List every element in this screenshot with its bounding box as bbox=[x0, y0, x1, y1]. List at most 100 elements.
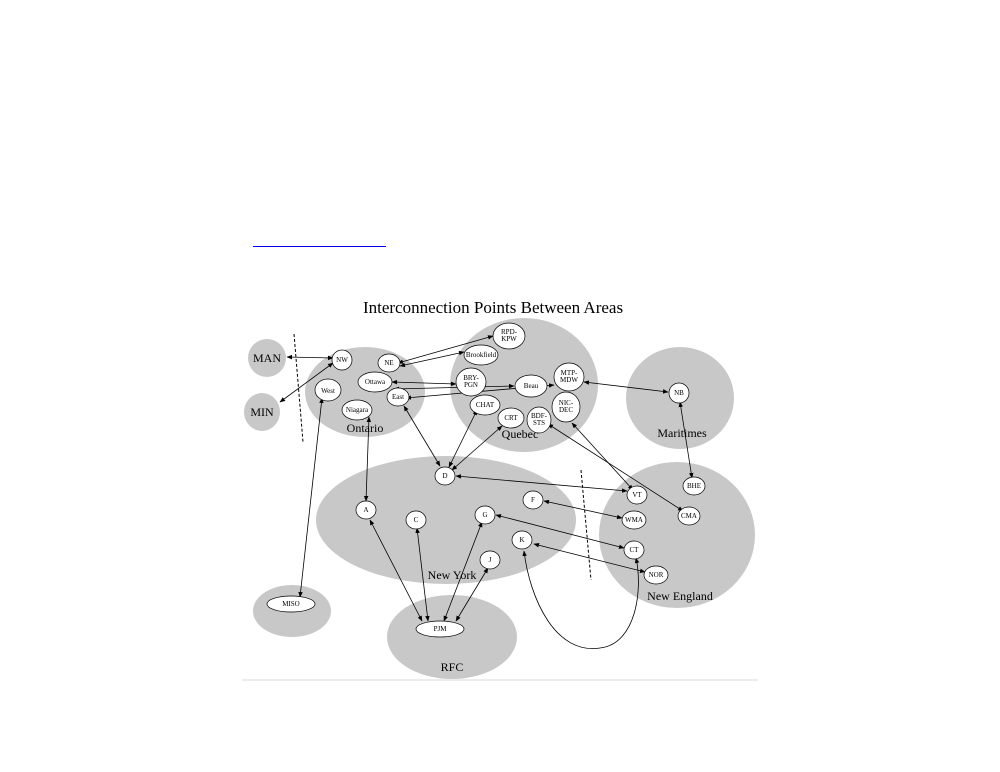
node-brookfield-label: Brookfield bbox=[466, 351, 497, 359]
node-ct[interactable]: CT bbox=[623, 540, 645, 560]
node-label-line: KPW bbox=[501, 335, 517, 343]
region-label-ontario: Ontario bbox=[347, 421, 384, 435]
edge-k-ct-loop bbox=[522, 550, 640, 649]
node-f[interactable]: F bbox=[522, 490, 544, 510]
node-bhe[interactable]: BHE bbox=[682, 476, 706, 496]
node-g[interactable]: G bbox=[474, 505, 496, 525]
node-nw[interactable]: NW bbox=[331, 349, 353, 371]
node-wma[interactable]: WMA bbox=[621, 510, 647, 530]
region-label-quebec: Quebec bbox=[502, 427, 539, 441]
area-label-min: MIN bbox=[250, 405, 274, 419]
node-g-label: G bbox=[482, 511, 487, 519]
nodes-layer: NW NE West Ottawa East Niagara RPD-KPW B… bbox=[266, 322, 706, 638]
node-cma-label: CMA bbox=[681, 512, 697, 520]
node-crt-label: CRT bbox=[504, 414, 518, 422]
node-d-label: D bbox=[442, 472, 447, 480]
node-miso-label: MISO bbox=[282, 600, 300, 608]
node-nor[interactable]: NOR bbox=[643, 565, 669, 585]
node-chat-label: CHAT bbox=[476, 401, 495, 409]
region-new-england bbox=[599, 462, 755, 608]
node-bdf-sts[interactable]: BDF-STS bbox=[526, 406, 552, 434]
node-nic-dec[interactable]: NIC-DEC bbox=[551, 391, 581, 423]
node-label-line: DEC bbox=[559, 406, 573, 414]
node-label-line: MTP- bbox=[561, 369, 578, 377]
edge-min-nw bbox=[279, 362, 334, 403]
region-label-rfc: RFC bbox=[441, 660, 464, 674]
node-rpd-kpw[interactable]: RPD-KPW bbox=[492, 322, 526, 350]
node-vt-label: VT bbox=[632, 491, 642, 499]
node-f-label: F bbox=[531, 496, 535, 504]
node-wma-label: WMA bbox=[625, 516, 643, 524]
edge-nic-vt bbox=[571, 422, 634, 491]
area-label-man: MAN bbox=[253, 351, 281, 365]
edge-nic-cma bbox=[547, 423, 684, 512]
node-east[interactable]: East bbox=[386, 387, 410, 407]
edge-a-pjm bbox=[369, 519, 423, 622]
edge-g-ct bbox=[495, 514, 625, 549]
node-label-line: RPD- bbox=[501, 328, 518, 336]
node-pjm-label: PJM bbox=[434, 625, 448, 633]
edge-east-d bbox=[403, 405, 441, 467]
node-ottawa[interactable]: Ottawa bbox=[357, 371, 393, 393]
node-niagara[interactable]: Niagara bbox=[341, 399, 373, 421]
node-mtp-mdw-label: MTP-MDW bbox=[560, 369, 578, 384]
node-label-line: PGN bbox=[464, 381, 478, 389]
node-rpd-kpw-label: RPD-KPW bbox=[501, 328, 518, 343]
node-mtp-mdw[interactable]: MTP-MDW bbox=[553, 362, 585, 392]
edge-c-pjm bbox=[415, 527, 430, 622]
node-label-line: MDW bbox=[560, 376, 578, 384]
node-ottawa-label: Ottawa bbox=[365, 378, 386, 386]
node-j[interactable]: J bbox=[479, 550, 501, 570]
node-nb[interactable]: NB bbox=[668, 382, 690, 404]
node-ct-label: CT bbox=[630, 546, 640, 554]
node-c-label: C bbox=[414, 516, 419, 524]
node-a[interactable]: A bbox=[355, 500, 377, 520]
edge-j-pjm bbox=[455, 567, 489, 622]
region-label-new-england: New England bbox=[647, 589, 713, 603]
node-niagara-label: Niagara bbox=[346, 406, 369, 414]
area-man bbox=[248, 339, 286, 377]
node-k[interactable]: K bbox=[511, 530, 533, 550]
node-bdf-sts-label: BDF-STS bbox=[531, 412, 548, 427]
node-east-label: East bbox=[392, 393, 404, 401]
diagram-title: Interconnection Points Between Areas bbox=[363, 298, 623, 317]
node-label-line: NIC- bbox=[559, 399, 574, 407]
node-crt[interactable]: CRT bbox=[497, 407, 525, 429]
node-ne-ontario-label: NE bbox=[384, 359, 393, 367]
node-vt[interactable]: VT bbox=[626, 485, 648, 505]
edge-niagara-a bbox=[363, 416, 372, 502]
edge-d-vt bbox=[455, 474, 628, 493]
node-brookfield[interactable]: Brookfield bbox=[463, 344, 499, 366]
region-label-maritimes: Maritimes bbox=[657, 426, 707, 440]
node-west-label: West bbox=[321, 387, 335, 395]
edge-ne-brookfield bbox=[399, 350, 465, 368]
node-beau[interactable]: Beau bbox=[514, 374, 548, 398]
node-label-line: STS bbox=[533, 419, 545, 427]
hyperlink-underline[interactable] bbox=[253, 246, 386, 247]
node-a-label: A bbox=[363, 506, 368, 514]
edges-layer bbox=[279, 335, 694, 649]
node-west[interactable]: West bbox=[314, 378, 342, 402]
node-j-label: J bbox=[489, 556, 492, 564]
edge-mtp-nb bbox=[583, 380, 669, 394]
node-miso[interactable]: MISO bbox=[266, 595, 316, 613]
node-nor-label: NOR bbox=[649, 571, 664, 579]
node-bry-pgn[interactable]: BRY-PGN bbox=[455, 367, 487, 397]
node-nic-dec-label: NIC-DEC bbox=[559, 399, 574, 414]
node-label-line: BRY- bbox=[463, 374, 479, 382]
node-c[interactable]: C bbox=[405, 510, 427, 530]
node-bhe-label: BHE bbox=[687, 482, 701, 490]
region-label-new-york: New York bbox=[428, 568, 477, 582]
node-d[interactable]: D bbox=[434, 466, 456, 486]
node-label-line: BDF- bbox=[531, 412, 548, 420]
node-pjm[interactable]: PJM bbox=[415, 620, 465, 638]
node-bry-pgn-label: BRY-PGN bbox=[463, 374, 479, 389]
node-cma[interactable]: CMA bbox=[677, 506, 701, 526]
area-min bbox=[244, 393, 280, 431]
node-ne-ontario[interactable]: NE bbox=[377, 353, 401, 373]
node-chat[interactable]: CHAT bbox=[469, 394, 501, 416]
edge-crt-d bbox=[451, 425, 503, 471]
boundary-dashed-east bbox=[580, 469, 592, 581]
node-beau-label: Beau bbox=[524, 382, 539, 390]
